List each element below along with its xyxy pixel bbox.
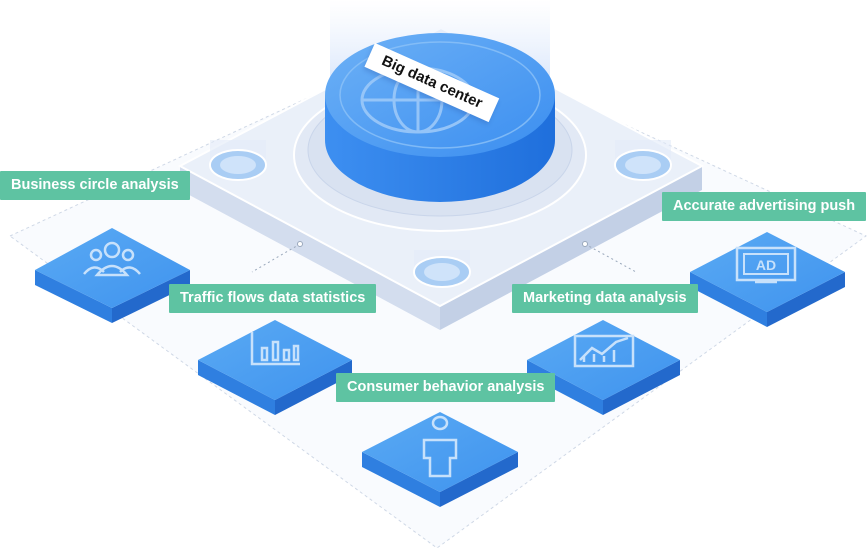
platform-right-side bbox=[440, 166, 702, 330]
module-tile-advertising: AD bbox=[690, 232, 845, 327]
label-consumer-behavior: Consumer behavior analysis bbox=[336, 373, 556, 402]
corner-pad-bottom bbox=[413, 250, 471, 288]
corner-pad-right bbox=[614, 140, 672, 181]
module-tile-traffic-flows bbox=[198, 320, 352, 415]
trend-chart-icon bbox=[573, 334, 635, 368]
data-center-cylinder-rim bbox=[339, 41, 541, 149]
user-group-icon bbox=[83, 241, 141, 277]
label-business-circle: Business circle analysis bbox=[0, 171, 190, 200]
module-tile-business-circle bbox=[35, 228, 190, 323]
module-tile-consumer-behavior bbox=[362, 412, 518, 507]
label-marketing: Marketing data analysis bbox=[512, 284, 698, 313]
corner-pad-left bbox=[209, 140, 267, 181]
label-advertising: Accurate advertising push bbox=[662, 192, 867, 221]
connector-lines bbox=[251, 243, 637, 273]
ad-screen-icon: AD bbox=[735, 246, 797, 284]
bar-chart-icon bbox=[250, 332, 300, 366]
person-icon bbox=[422, 415, 458, 478]
ad-icon-text: AD bbox=[756, 257, 776, 273]
connector-dot-right bbox=[582, 241, 588, 247]
connector-dot-left bbox=[297, 241, 303, 247]
label-traffic-flows: Traffic flows data statistics bbox=[169, 284, 377, 313]
